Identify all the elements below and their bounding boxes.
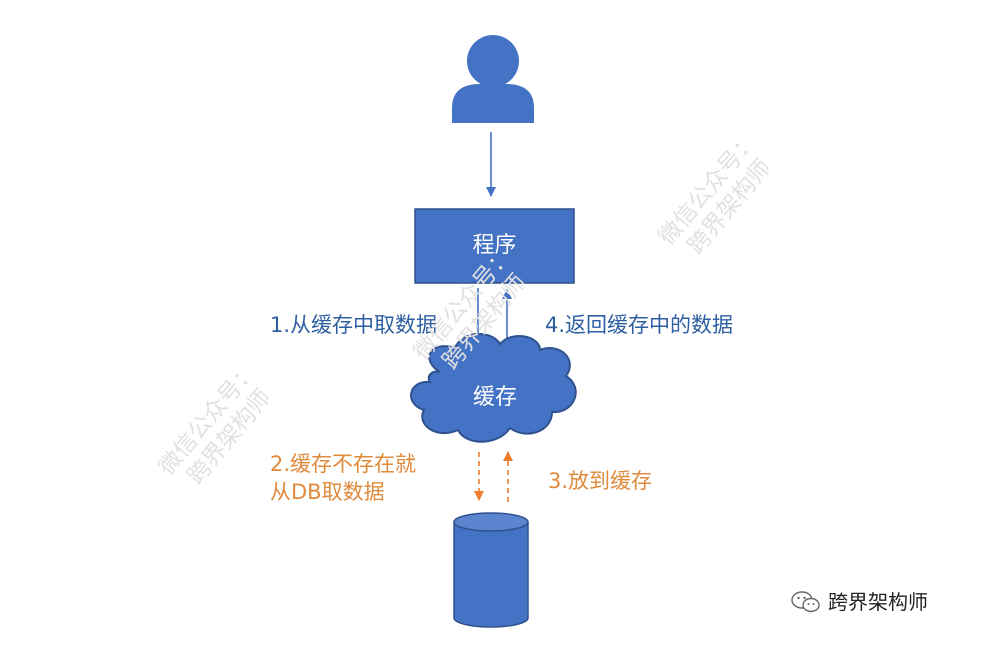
brand-name: 跨界架构师 [828, 590, 928, 614]
database-cylinder [453, 512, 529, 628]
user-icon [452, 35, 534, 123]
step2-label-line2: 从DB取数据 [270, 480, 385, 504]
step4-label: 4.返回缓存中的数据 [545, 313, 734, 337]
program-label: 程序 [472, 233, 517, 258]
cache-label: 缓存 [472, 385, 517, 410]
brand-badge: 跨界架构师 [790, 586, 928, 615]
step3-label: 3.放到缓存 [548, 469, 653, 493]
step2-label-line1: 2.缓存不存在就 [270, 452, 417, 476]
step1-label: 1.从缓存中取数据 [270, 313, 438, 337]
program-node [414, 208, 575, 284]
cache-cloud-node [410, 332, 577, 443]
wechat-icon [791, 591, 820, 613]
